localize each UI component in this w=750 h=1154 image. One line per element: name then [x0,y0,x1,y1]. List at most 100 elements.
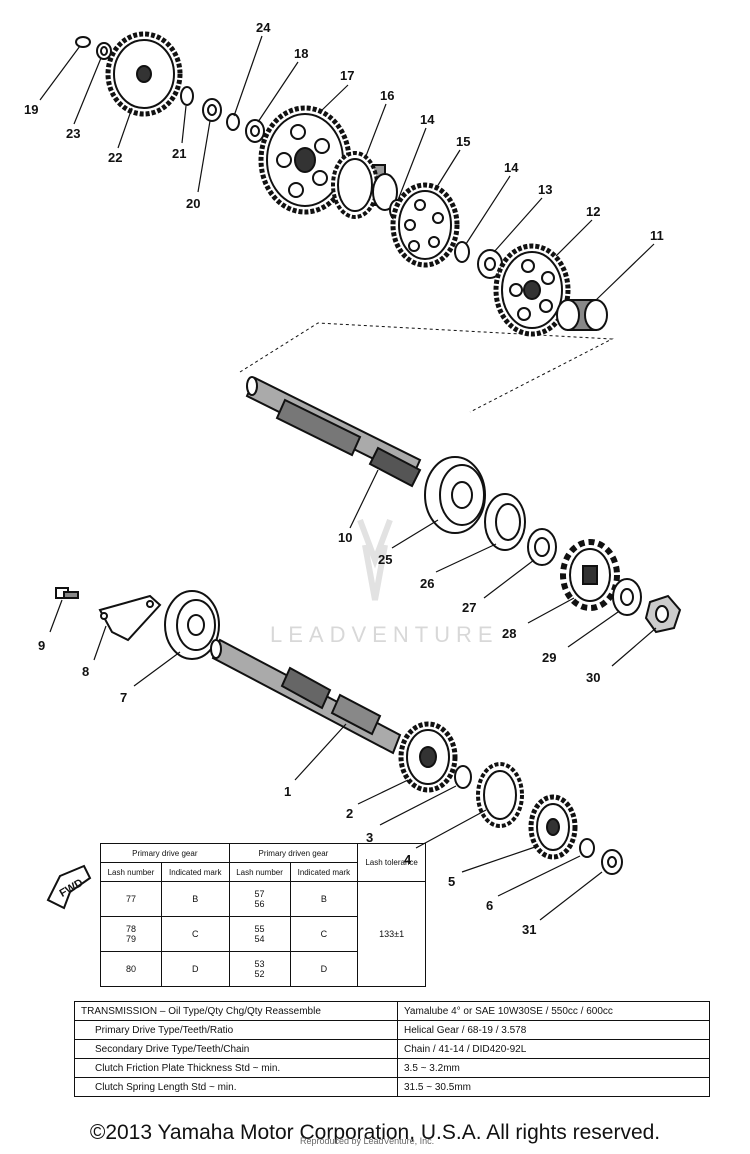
part-1-main-axle [210,638,402,755]
subheader-lash-number-driven: Lash number [228,862,291,882]
part-16-gear [331,151,398,219]
drive-mark-cell: D [160,951,230,987]
header-lash-tolerance: Lash tolerance [357,843,426,882]
driven-lash-cell: 57 56 [228,881,291,917]
spec-value: 31.5 ~ 30.5mm [397,1077,710,1097]
part-6-circlip [579,838,595,858]
spec-label: Primary Drive Type/Teeth/Ratio [74,1020,398,1040]
callout-17: 17 [340,68,354,83]
subheader-lash-number: Lash number [100,862,162,882]
callout-3: 3 [366,830,373,845]
copyright-notice: ©2013 Yamaha Motor Corporation, U.S.A. A… [89,1121,661,1144]
watermark: LEADVENTURE [270,518,499,647]
part-25-bearing [424,456,486,534]
callout-12: 12 [586,204,600,219]
callout-29: 29 [542,650,556,665]
callout-15: 15 [456,134,470,149]
table-row: Clutch Friction Plate Thickness Std ~ mi… [74,1058,710,1078]
callout-14a: 14 [420,112,435,127]
callout-25: 25 [378,552,392,567]
table-row: 80 D 53 52 D [100,951,426,987]
table-row: Primary Drive Type/Teeth/Ratio Helical G… [74,1020,710,1040]
callout-26: 26 [420,576,434,591]
drive-lash-cell: 80 [100,951,162,987]
part-18-washer [245,119,265,143]
part-29-lock-washer [612,578,642,616]
callout-9: 9 [38,638,45,653]
table-row: Clutch Spring Length Std ~ min. 31.5 ~ 3… [74,1077,710,1097]
header-primary-drive-gear: Primary drive gear [100,843,230,863]
reproduced-note: Reproduced by LeadVenture, Inc. [300,1136,435,1146]
callout-13: 13 [538,182,552,197]
spec-label: Secondary Drive Type/Teeth/Chain [74,1039,398,1059]
callout-5: 5 [448,874,455,889]
part-2-gear [398,721,458,793]
part-21-circlip [180,86,194,106]
callout-1: 1 [284,784,291,799]
part-30-nut [644,594,682,634]
part-8-bearing-stopper [98,594,162,642]
part-3-circlip [454,765,472,789]
callout-10: 10 [338,530,352,545]
part-5-gear [528,794,578,860]
table-row: Secondary Drive Type/Teeth/Chain Chain /… [74,1039,710,1059]
spec-value: 3.5 ~ 3.2mm [397,1058,710,1078]
header-primary-driven-gear: Primary driven gear [228,843,359,863]
callout-2: 2 [346,806,353,821]
drive-lash-cell: 77 [100,881,162,917]
part-20-washer [202,98,222,122]
part-4-gear [476,762,524,828]
callout-7: 7 [120,690,127,705]
lash-tolerance-value: 133±1 [357,881,426,987]
driven-lash-cell: 53 52 [228,951,291,987]
spec-value: Helical Gear / 68-19 / 3.578 [397,1020,710,1040]
callout-20: 20 [186,196,200,211]
subheader-indicated-mark: Indicated mark [160,862,230,882]
forward-arrow: FWD [46,864,92,910]
part-28-sprocket [560,539,620,611]
part-7-bearing [164,590,220,660]
spec-label: Clutch Friction Plate Thickness Std ~ mi… [74,1058,398,1078]
part-15-gear [390,182,460,268]
callout-21: 21 [172,146,186,161]
drive-mark-cell: C [160,916,230,952]
callout-27: 27 [462,600,476,615]
callout-30: 30 [586,670,600,685]
callout-22: 22 [108,150,122,165]
spec-label: TRANSMISSION – Oil Type/Qty Chg/Qty Reas… [74,1001,398,1021]
table-row: TRANSMISSION – Oil Type/Qty Chg/Qty Reas… [74,1001,710,1021]
spec-value: Yamalube 4° or SAE 10W30SE / 550cc / 600… [397,1001,710,1021]
callout-18: 18 [294,46,308,61]
callout-14b: 14 [504,160,519,175]
callout-31: 31 [522,922,536,937]
part-14-circlip-lower [454,241,470,263]
part-10-countershaft [245,376,422,488]
part-24-circlip [226,113,240,131]
callout-16: 16 [380,88,394,103]
callout-24: 24 [256,20,271,35]
part-9-bolt [55,587,79,599]
driven-mark-cell: C [289,916,359,952]
part-19-circlip [75,36,91,48]
leader-lines [39,35,657,921]
callout-6: 6 [486,898,493,913]
drive-lash-cell: 78 79 [100,916,162,952]
part-12-gear [493,243,571,337]
driven-mark-cell: B [289,881,359,917]
callout-11: 11 [650,228,664,243]
part-27-collar [527,528,557,566]
driven-mark-cell: D [289,951,359,987]
callout-8: 8 [82,664,89,679]
part-11-collar [556,299,608,331]
primary-gear-lash-table: Primary drive gear Primary driven gear L… [100,843,426,987]
table-row: 78 79 C 55 54 C [100,916,426,952]
driven-lash-cell: 55 54 [228,916,291,952]
part-22-gear [105,31,183,117]
table-row: 77 B 57 56 B 133±1 [100,881,426,987]
watermark-text: LEADVENTURE [270,622,499,647]
part-31-washer [601,849,623,875]
callout-28: 28 [502,626,516,641]
callout-23: 23 [66,126,80,141]
part-26-seal [484,493,526,551]
callouts: 1 9 23 22 21 20 24 18 17 16 14 15 14 13 1… [24,20,664,937]
